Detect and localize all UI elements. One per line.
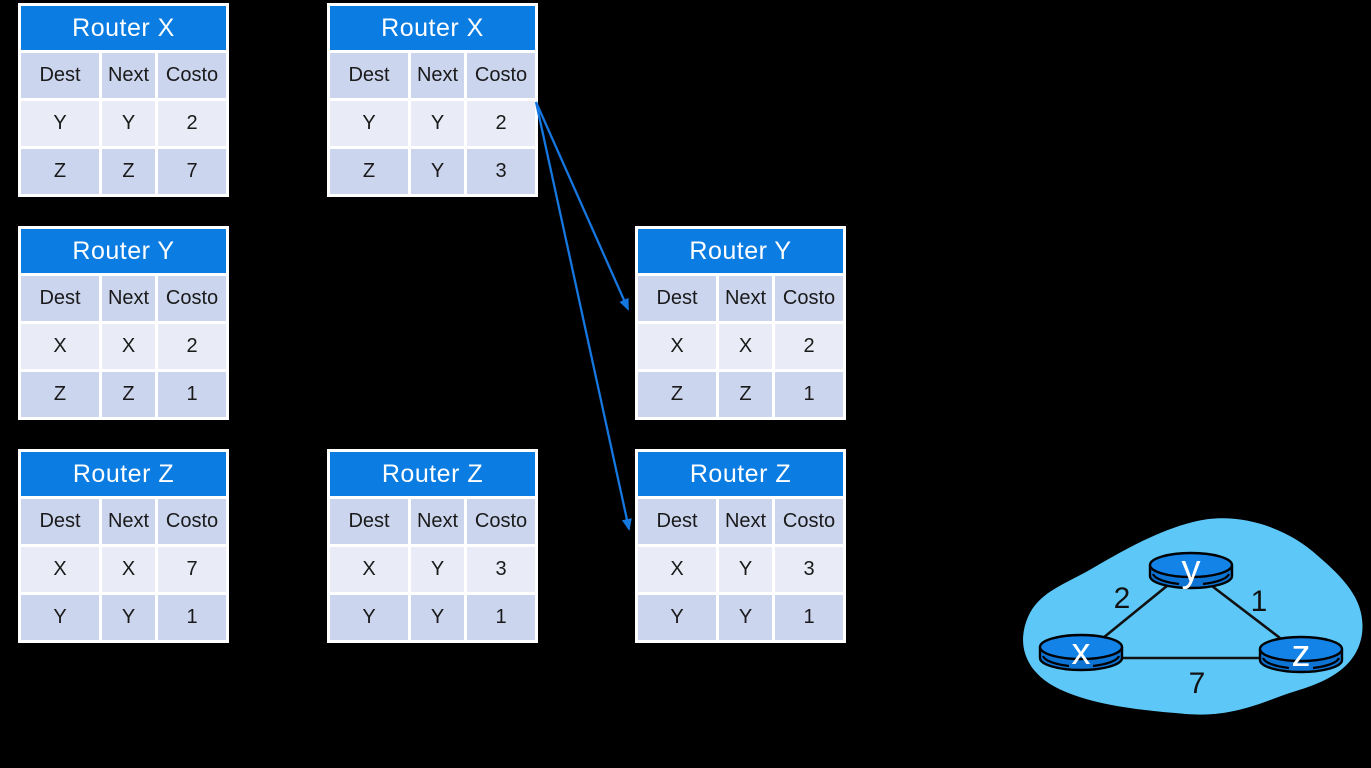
table-cell: Y [719,547,772,592]
table-cell: Y [102,595,155,640]
table-cell: 7 [158,547,226,592]
column-header: Costo [158,499,226,544]
table-cell: Z [102,149,155,194]
column-header: Costo [158,53,226,98]
table-cell: Y [411,547,464,592]
column-header: Next [719,499,772,544]
column-header: Costo [467,53,535,98]
table-title: Router X [21,6,226,50]
table-cell: Z [719,372,772,417]
arrow-x-to-z [534,101,632,531]
table-cell: 1 [467,595,535,640]
table-cell: Y [638,595,716,640]
table-cell: 1 [158,372,226,417]
table-cell: 1 [775,372,843,417]
column-header: Dest [330,53,408,98]
table-cell: X [102,324,155,369]
table-title: Router Z [330,452,535,496]
table-title: Router Z [21,452,226,496]
table-cell: X [330,547,408,592]
table-cell: X [638,547,716,592]
table-cell: Y [21,595,99,640]
router-label-z: z [1292,633,1311,675]
column-header: Next [102,499,155,544]
table-title: Router Z [638,452,843,496]
table-cell: Z [21,372,99,417]
column-header: Dest [638,499,716,544]
column-header: Dest [21,276,99,321]
column-header: Next [102,276,155,321]
column-header: Next [102,53,155,98]
network-topology-diagram: 2 1 7 y x z [1023,518,1363,715]
column-header: Dest [21,499,99,544]
link-cost-y-z: 1 [1251,585,1268,618]
table-cell: Z [21,149,99,194]
table-cell: 7 [158,149,226,194]
column-header: Next [411,499,464,544]
table-cell: Y [102,101,155,146]
column-header: Next [719,276,772,321]
column-header: Costo [467,499,535,544]
table-cell: Y [411,101,464,146]
table-cell: Y [330,101,408,146]
table-cell: X [719,324,772,369]
link-cost-x-y: 2 [1114,582,1131,615]
table-title: Router X [330,6,535,50]
router-node-y: y [1148,548,1234,590]
table-cell: 2 [158,324,226,369]
table-cell: Y [719,595,772,640]
table-cell: 1 [775,595,843,640]
link-x-y [1102,579,1174,640]
router-node-z: z [1258,633,1344,675]
table-cell: Y [21,101,99,146]
table-cell: 3 [467,149,535,194]
table-cell: Y [330,595,408,640]
table-title: Router Y [21,229,226,273]
table-cell: Y [411,149,464,194]
table-cell: Z [330,149,408,194]
table-cell: Z [638,372,716,417]
table-cell: 2 [467,101,535,146]
table-cell: Z [102,372,155,417]
table-cell: X [21,324,99,369]
column-header: Costo [775,499,843,544]
table-cell: 1 [158,595,226,640]
column-header: Costo [775,276,843,321]
table-cell: 3 [467,547,535,592]
router-label-x: x [1072,631,1091,673]
table-cell: X [21,547,99,592]
table-cell: Y [411,595,464,640]
table-title: Router Y [638,229,843,273]
table-cell: X [102,547,155,592]
link-cost-x-z: 7 [1189,667,1206,700]
column-header: Dest [330,499,408,544]
table-cell: 2 [775,324,843,369]
column-header: Dest [638,276,716,321]
router-node-x: x [1038,631,1124,673]
table-cell: 3 [775,547,843,592]
link-y-z [1207,581,1281,640]
column-header: Costo [158,276,226,321]
router-label-y: y [1182,548,1201,590]
arrow-x-to-y [534,101,630,311]
table-cell: X [638,324,716,369]
column-header: Next [411,53,464,98]
table-cell: 2 [158,101,226,146]
column-header: Dest [21,53,99,98]
